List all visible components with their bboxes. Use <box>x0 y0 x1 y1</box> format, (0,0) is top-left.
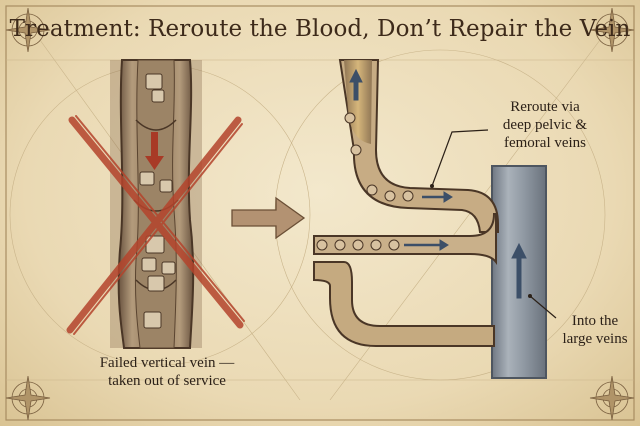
large-veins-caption: Into the large veins <box>550 312 640 348</box>
compass-rose-icon <box>5 7 51 53</box>
diagram-title: Treatment: Reroute the Blood, Don’t Repa… <box>9 16 631 42</box>
caption-line: large veins <box>562 331 628 347</box>
compass-rose-icon <box>589 7 635 53</box>
caption-line: taken out of service <box>108 373 226 389</box>
reroute-caption: Reroute via deep pelvic & femoral veins <box>470 98 620 152</box>
compass-rose-icon <box>589 375 635 421</box>
reroute-network <box>313 59 557 379</box>
leader-line <box>529 295 557 319</box>
caption-line: femoral veins <box>503 135 587 151</box>
caption-line: Reroute via <box>510 99 580 115</box>
flow-arrow-icon <box>145 132 164 170</box>
arrow-right-icon <box>231 196 306 240</box>
failed-vein <box>110 59 202 349</box>
flow-arrow-icon <box>349 68 527 299</box>
caption-line: deep pelvic & <box>502 117 588 133</box>
cross-out-icon <box>66 115 245 335</box>
compass-rose-icon <box>5 375 51 421</box>
failed-vein-caption: Failed vertical vein — taken out of serv… <box>52 354 282 390</box>
leader-line <box>431 129 489 187</box>
caption-line: Into the <box>571 313 619 329</box>
frame-border <box>5 5 635 421</box>
caption-line: Failed vertical vein — <box>99 355 235 371</box>
